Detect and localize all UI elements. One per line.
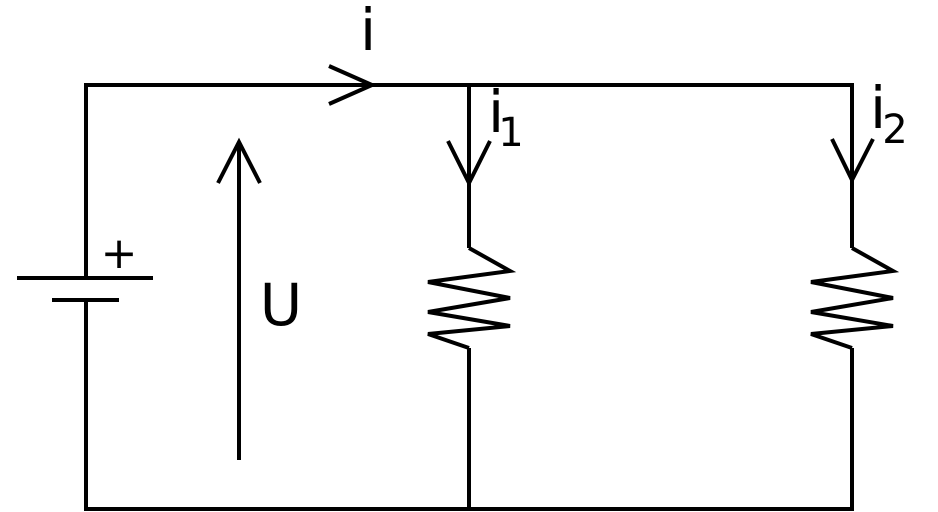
branch1-current-arrow-icon — [446, 140, 492, 188]
total-current-arrow-icon — [328, 64, 377, 106]
voltage-label: U — [260, 271, 302, 339]
branch1-current-subscript: 1 — [498, 110, 523, 156]
total-current-label: i — [360, 0, 376, 64]
branch1-current-symbol: i — [488, 78, 504, 146]
branch1-current-label: i — [488, 78, 504, 146]
branch2-current-label: i — [870, 74, 886, 142]
branch2-current-subscript: 2 — [882, 107, 907, 153]
resistor-1 — [427, 246, 517, 350]
circuit-wires — [84, 83, 854, 511]
voltage-arrow-icon — [216, 137, 262, 460]
battery-plus-sign: + — [101, 228, 138, 279]
battery-symbol — [17, 276, 153, 302]
voltage-arrow-head — [216, 137, 262, 184]
resistor-2 — [810, 246, 900, 350]
branch2-current-arrow-icon — [830, 138, 875, 185]
branch2-current-symbol: i — [870, 74, 886, 142]
